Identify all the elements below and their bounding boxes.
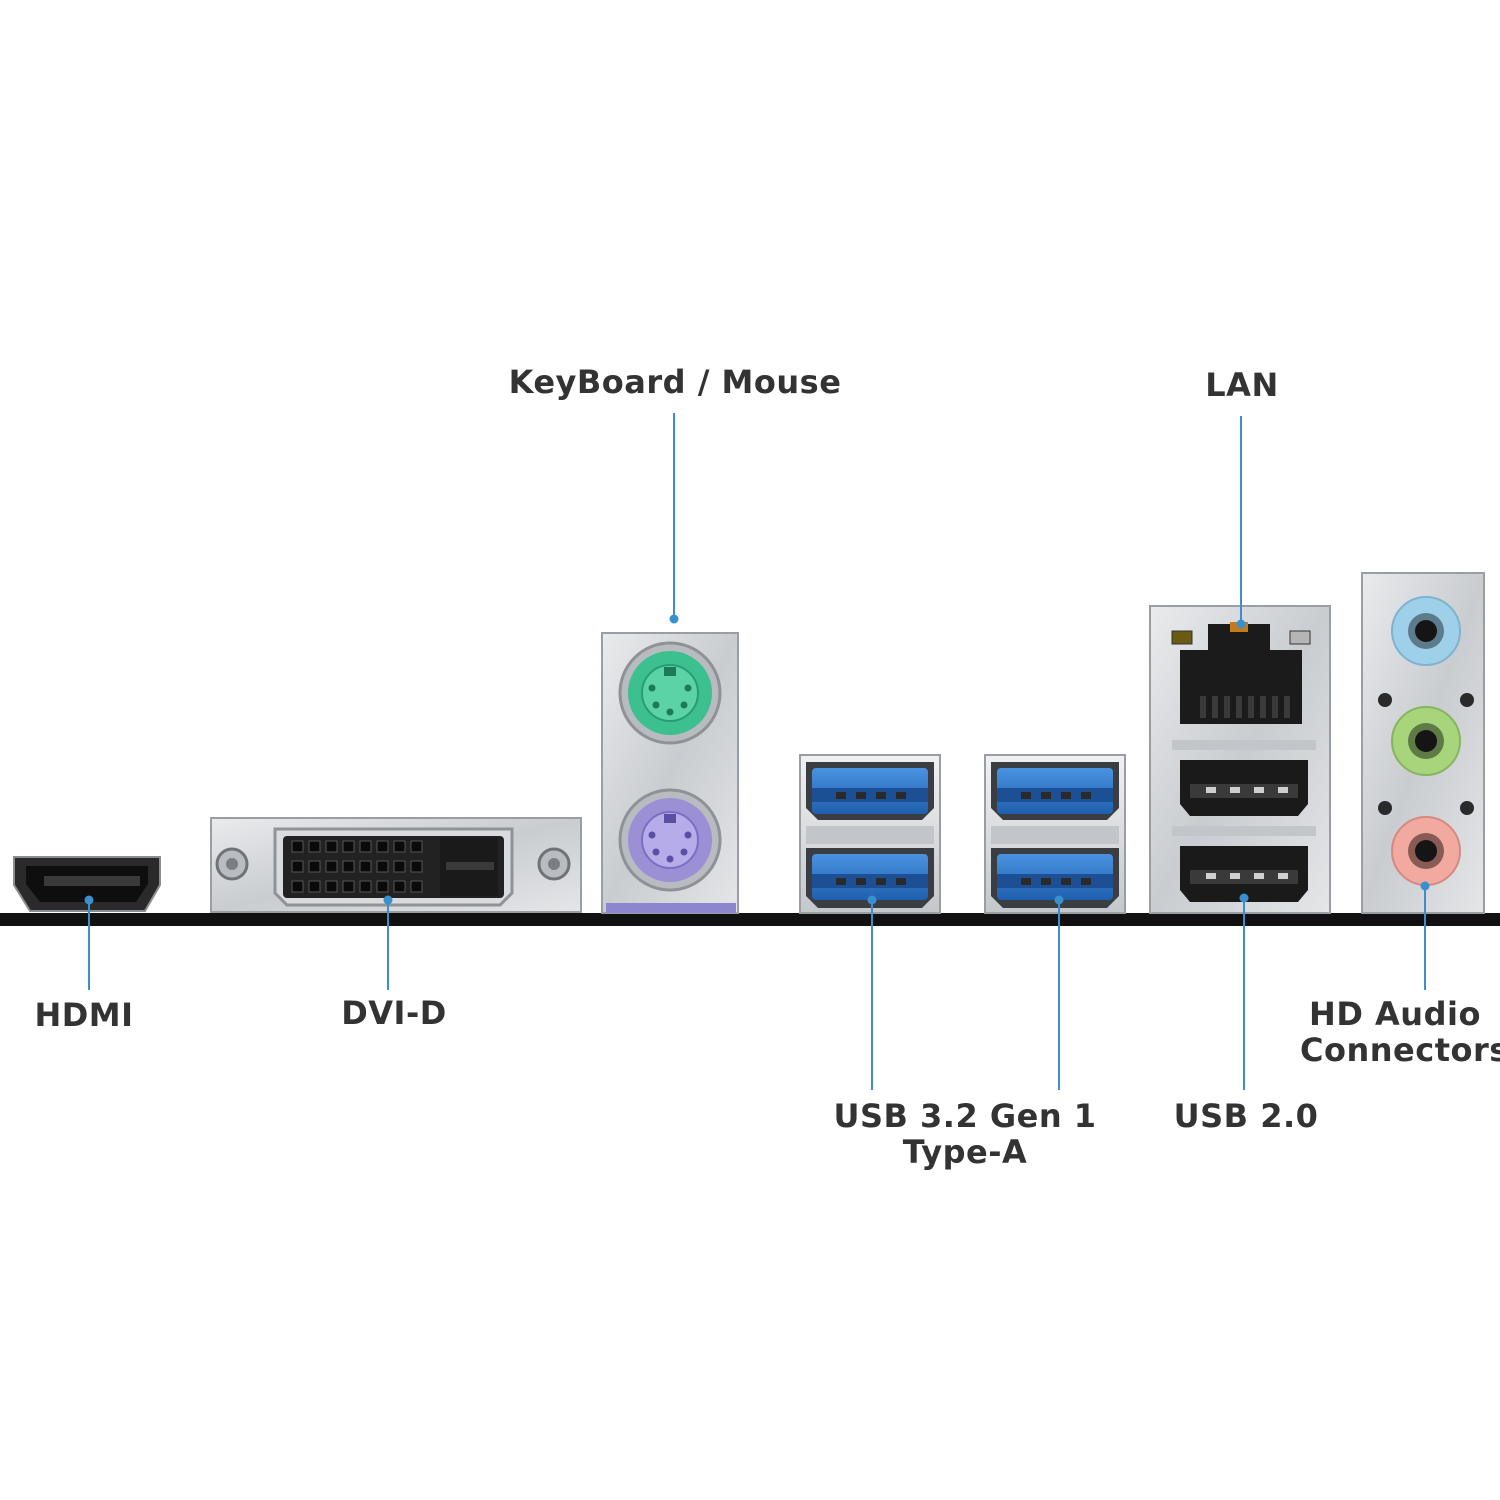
label-usb32: USB 3.2 Gen 1 Type-A [830,1098,1100,1170]
leader-lines [84,413,1430,1090]
dvi-d-port-icon [210,817,582,913]
hdmi-port-icon [13,856,161,912]
board-edge-baseline [0,913,1500,926]
label-usb20: USB 2.0 [1173,1097,1319,1135]
label-hdmi: HDMI [34,996,134,1034]
label-usb32-line1: USB 3.2 Gen 1 [833,1097,1097,1135]
label-keyboard-mouse: KeyBoard / Mouse [508,363,842,401]
label-dvi-d: DVI-D [341,994,447,1032]
usb3-port-icon [799,754,941,914]
audio-jack-icon [1361,572,1485,914]
label-usb32-line2: Type-A [902,1133,1028,1171]
ps2-port-icon [601,632,739,914]
label-hd-audio-line1: HD Audio [1309,995,1481,1033]
label-hd-audio: HD Audio Connectors [1300,995,1500,1069]
usb2-port-icon [1172,740,1316,902]
usb3-port-icon [984,754,1126,914]
label-lan: LAN [1205,366,1279,404]
label-hd-audio-line2: Connectors [1300,1031,1500,1069]
